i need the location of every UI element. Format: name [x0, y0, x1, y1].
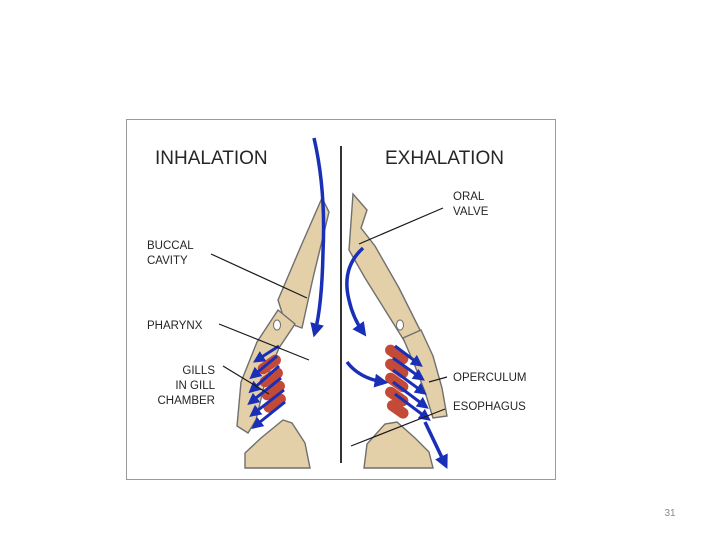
fish-respiration-diagram: INHALATION EXHALATION ORAL VALVE BUCCAL …: [126, 119, 556, 480]
right-flow-arrows: [345, 246, 448, 470]
left-lower-base: [244, 419, 311, 469]
gills-label-line-2: IN GILL: [175, 380, 215, 392]
pharynx-label: PHARYNX: [147, 320, 203, 332]
leader-lines: [210, 207, 448, 447]
gill-flow-arrow: [251, 400, 286, 429]
oral-valve-label-line-1: ORAL: [453, 191, 485, 203]
esophagus-label: ESOPHAGUS: [453, 401, 526, 413]
right-upper-wall: [348, 192, 422, 343]
buccal-cavity-label-line-1: BUCCAL: [147, 240, 194, 252]
water-inflow-arrow: [310, 137, 326, 338]
right-lower-base: [363, 421, 434, 469]
buccal-cavity-label-line-2: CAVITY: [147, 255, 188, 267]
operculum-leader: [428, 376, 448, 383]
operculum-label: OPERCULUM: [453, 372, 526, 384]
left-operculum-notch: [273, 319, 281, 331]
gill-flow-arrow: [392, 368, 427, 395]
gill-flow-arrow: [394, 392, 431, 421]
oral-valve-label-line-2: VALVE: [453, 206, 489, 218]
esophagus-exit-arrow: [423, 421, 448, 470]
oral-valve-leader: [358, 207, 444, 245]
inhalation-title: INHALATION: [155, 148, 268, 169]
buccal-cavity-leader: [210, 253, 308, 299]
gill-flow-arrow: [249, 354, 278, 380]
gill-flow-arrow: [394, 344, 423, 367]
gill-flow-arrow: [247, 376, 282, 405]
right-operculum-notch: [396, 319, 404, 331]
esophagus-leader: [350, 408, 446, 447]
gills-label-line-1: GILLS: [182, 365, 215, 377]
buccal-return-arrow: [345, 246, 367, 337]
gill-filament: [259, 367, 283, 388]
pharynx-flow-arrow: [345, 360, 389, 388]
page-number: 31: [664, 508, 676, 519]
exhalation-title: EXHALATION: [385, 148, 504, 169]
left-flow-arrows: [247, 137, 326, 429]
gill-filament: [385, 344, 409, 365]
gill-flow-arrow: [392, 380, 429, 409]
pharynx-leader: [218, 323, 310, 361]
gills-leader: [222, 365, 270, 395]
gill-flow-arrow: [249, 388, 285, 417]
gills-label-line-3: CHAMBER: [157, 395, 215, 407]
gill-filament: [261, 380, 285, 401]
gill-flow-arrow: [392, 356, 425, 381]
gill-filament: [386, 400, 409, 419]
diagram-canvas: INHALATION EXHALATION ORAL VALVE BUCCAL …: [147, 137, 526, 470]
gill-filament: [263, 393, 286, 413]
gill-filament: [385, 358, 409, 379]
gill-flow-arrow: [252, 344, 280, 363]
